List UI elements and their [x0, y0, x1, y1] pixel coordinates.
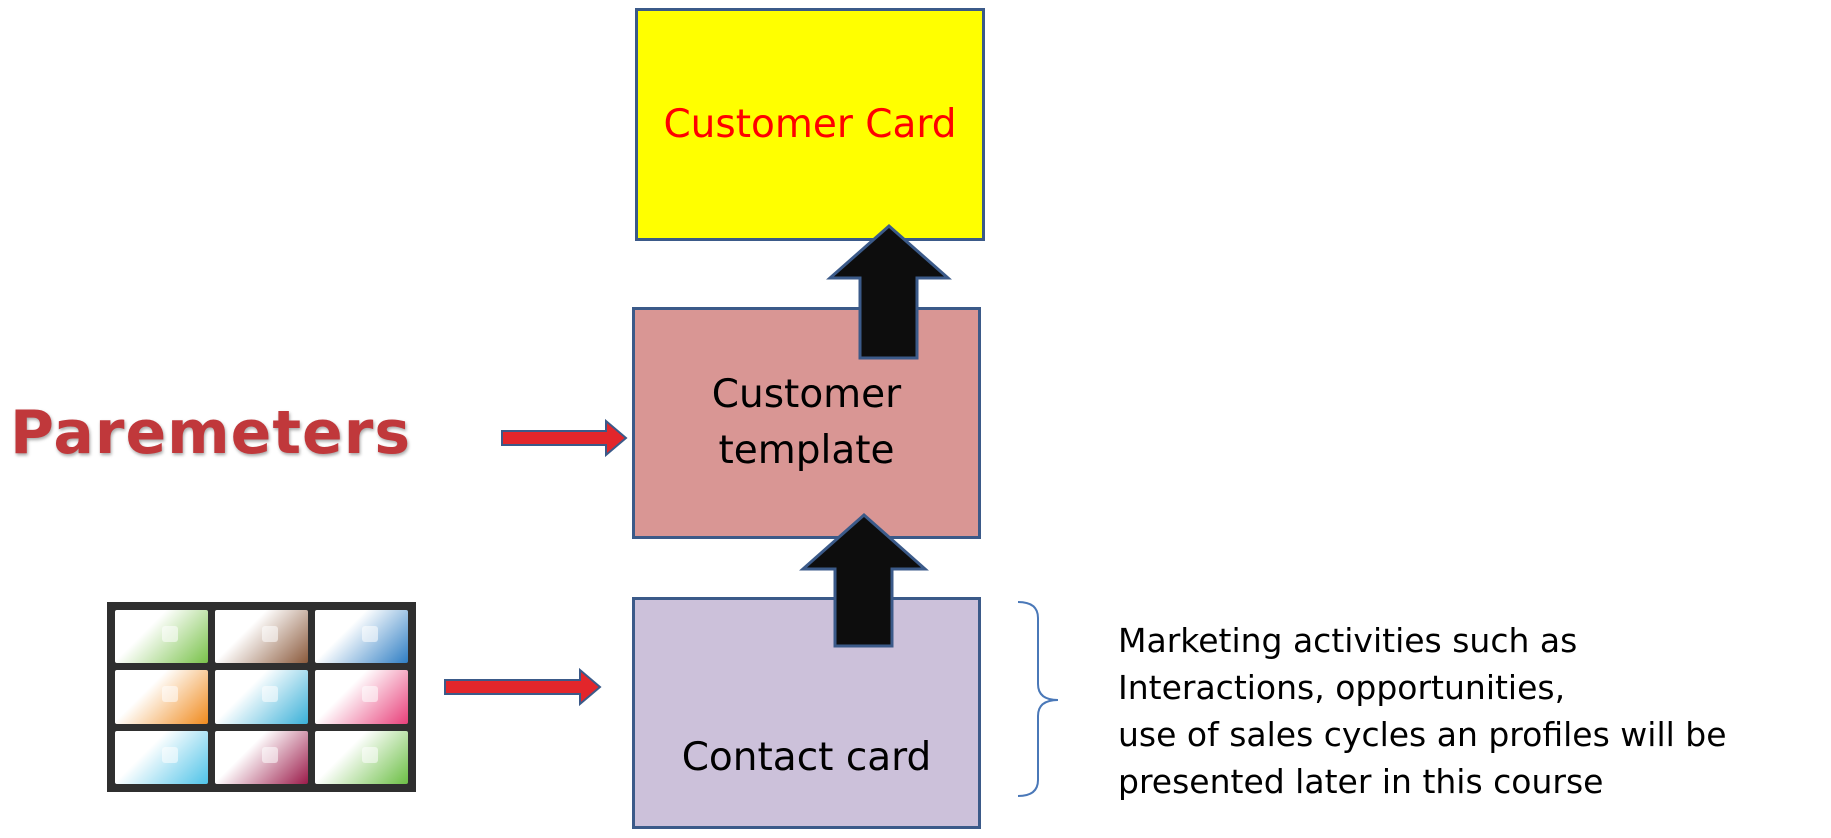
customer-card-box: Customer Card [635, 8, 985, 241]
customer-card-label: Customer Card [663, 101, 957, 147]
cards-arrow [444, 667, 602, 707]
business-card-thumb [215, 610, 308, 664]
parameters-arrow [501, 418, 628, 458]
note-line-2: Interactions, opportunities, [1118, 668, 1566, 707]
business-card-thumb [115, 610, 208, 664]
contact-card-label: Contact card [681, 735, 932, 780]
customer-template-label: Customer template [711, 372, 902, 473]
business-card-thumb [315, 730, 408, 784]
business-card-thumb [115, 730, 208, 784]
business-card-thumb [215, 670, 308, 724]
note-line-3: use of sales cycles an profiles will be [1118, 715, 1727, 754]
customer-template-box: Customer template [632, 307, 981, 539]
business-cards-image [107, 602, 416, 792]
note-line-1: Marketing activities such as [1118, 621, 1578, 660]
business-card-thumb [115, 670, 208, 724]
contact-card-box: Contact card [632, 597, 981, 829]
parameters-label: Paremeters [10, 398, 412, 468]
marketing-note: Marketing activities such as Interaction… [1118, 617, 1727, 805]
business-card-thumb [315, 670, 408, 724]
right-brace [1017, 601, 1059, 797]
note-line-4: presented later in this course [1118, 762, 1604, 801]
business-card-thumb [315, 610, 408, 664]
business-card-thumb [215, 730, 308, 784]
